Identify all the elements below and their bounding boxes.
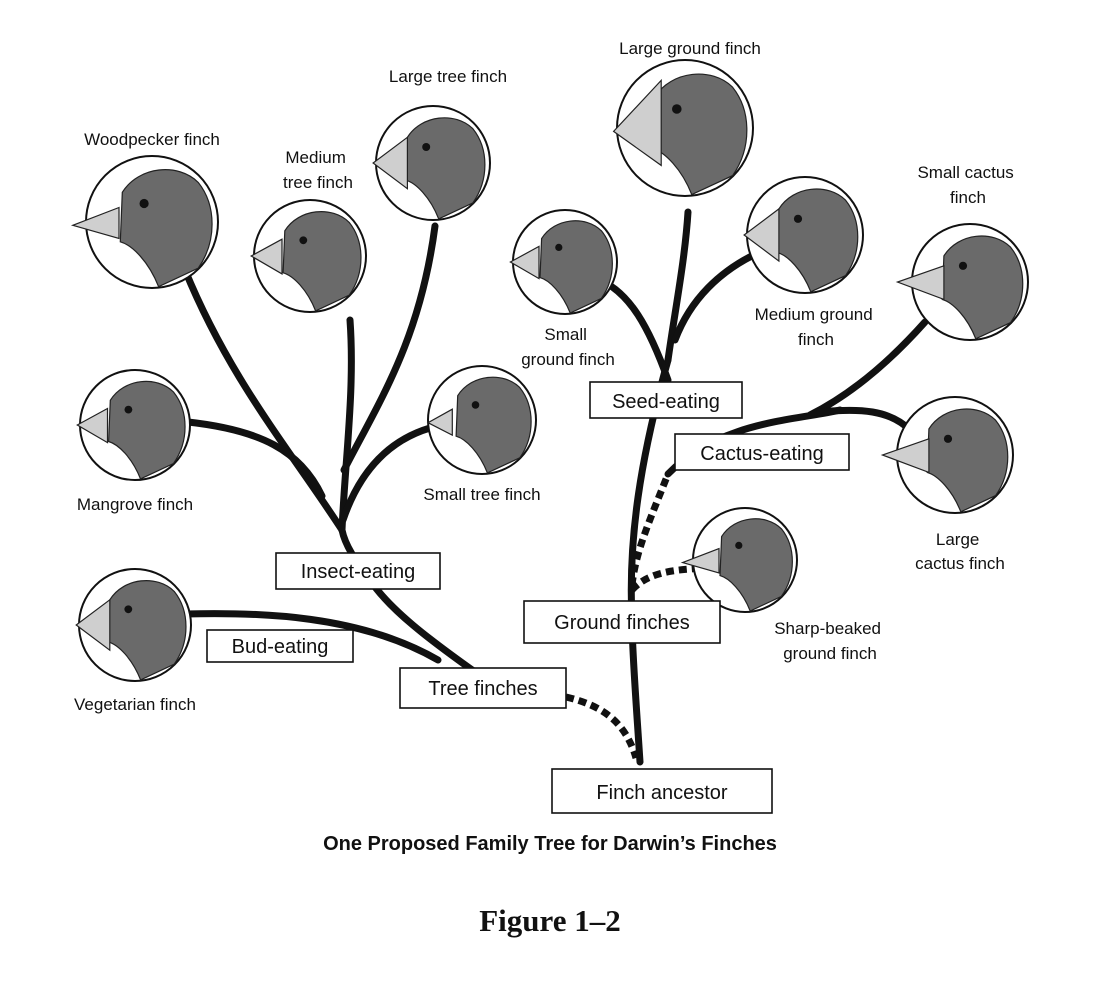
vegetarian-finch-label: Vegetarian finch bbox=[74, 695, 196, 714]
small-ground-finch-head bbox=[539, 220, 613, 314]
woodpecker-finch-head bbox=[119, 169, 213, 288]
branch-to-large-tree bbox=[340, 222, 439, 474]
medium-ground-finch-beak bbox=[743, 207, 780, 263]
finch-ancestor-label: Finch ancestor bbox=[596, 782, 728, 804]
small-ground-finch-beak bbox=[509, 245, 540, 280]
dashed-ground-to-cactus bbox=[628, 472, 672, 586]
branch-to-mangrove bbox=[184, 418, 326, 500]
small-tree-finch-head bbox=[455, 376, 532, 474]
dashed-to-sharp-beaked bbox=[629, 564, 703, 593]
box-tree-finches: Tree finches bbox=[399, 667, 567, 709]
medium-tree-finch-illustration bbox=[249, 199, 367, 313]
finch-family-tree: Finch ancestor Tree finches Ground finch… bbox=[70, 39, 1029, 814]
box-ground-finches: Ground finches bbox=[523, 600, 721, 644]
dashed-tree-finches-to-ancestor bbox=[565, 693, 640, 760]
large-ground-finch-head bbox=[651, 73, 748, 196]
large-tree-finch-eye bbox=[422, 143, 431, 151]
woodpecker-finch-eye bbox=[139, 198, 149, 209]
small-cactus-finch-beak bbox=[895, 264, 945, 301]
large-tree-finch-label: Large tree finch bbox=[389, 67, 507, 86]
sharp-beaked-ground-finch-illustration bbox=[680, 507, 798, 613]
box-cactus-eating: Cactus-eating bbox=[674, 433, 850, 471]
small-cactus-finch-head bbox=[941, 235, 1024, 340]
sharp-beaked-ground-finch-eye bbox=[735, 541, 743, 550]
small-tree-finch-illustration bbox=[426, 365, 537, 475]
large-cactus-finch-head bbox=[926, 408, 1009, 513]
mangrove-finch-eye bbox=[124, 405, 133, 414]
large-cactus-finch-eye bbox=[943, 434, 953, 443]
sharp-beaked-ground-finch-label: Sharp-beaked ground finch bbox=[774, 619, 886, 663]
large-tree-finch-illustration bbox=[372, 105, 491, 221]
small-ground-finch-illustration bbox=[509, 209, 618, 315]
seed-eating-label: Seed-eating bbox=[612, 391, 720, 413]
large-tree-finch-beak bbox=[372, 136, 408, 190]
branch-to-small-cactus bbox=[806, 318, 929, 419]
small-cactus-finch-eye bbox=[958, 261, 968, 270]
large-ground-finch-eye bbox=[672, 104, 682, 114]
medium-ground-finch-eye bbox=[793, 214, 803, 223]
branch-to-small-tree bbox=[339, 424, 434, 524]
large-cactus-finch-label: Large cactus finch bbox=[915, 530, 1005, 573]
branch-to-large-ground bbox=[664, 208, 692, 364]
large-ground-finch-illustration bbox=[612, 59, 754, 197]
small-tree-finch-beak bbox=[426, 408, 453, 437]
small-cactus-finch-illustration bbox=[895, 223, 1029, 341]
medium-ground-finch-head bbox=[776, 188, 859, 293]
mangrove-finch-beak bbox=[76, 407, 109, 444]
small-tree-finch-eye bbox=[471, 401, 480, 409]
bud-eating-label: Bud-eating bbox=[232, 636, 329, 658]
small-ground-finch-eye bbox=[555, 243, 563, 251]
diagram-caption: One Proposed Family Tree for Darwin’s Fi… bbox=[323, 833, 777, 855]
cactus-eating-label: Cactus-eating bbox=[700, 443, 823, 465]
box-insect-eating: Insect-eating bbox=[275, 552, 441, 590]
sharp-beaked-ground-finch-beak bbox=[680, 547, 720, 574]
box-bud-eating: Bud-eating bbox=[206, 629, 354, 663]
woodpecker-finch-beak bbox=[70, 206, 120, 240]
vegetarian-finch-head bbox=[107, 580, 187, 681]
figure-number: Figure 1–2 bbox=[479, 903, 621, 938]
large-cactus-finch-illustration bbox=[880, 396, 1014, 514]
woodpecker-finch-illustration bbox=[70, 155, 219, 289]
branch-trunk-to-tree-finches bbox=[366, 576, 479, 676]
vegetarian-finch-illustration bbox=[75, 568, 192, 682]
small-ground-finch-label: Small ground finch bbox=[521, 325, 615, 369]
branch-to-medium-ground bbox=[671, 248, 764, 344]
small-tree-finch-label: Small tree finch bbox=[423, 485, 540, 504]
branch-to-large-cactus bbox=[816, 406, 914, 434]
large-ground-finch-label: Large ground finch bbox=[619, 39, 761, 58]
medium-tree-finch-eye bbox=[299, 236, 308, 245]
ground-finches-label: Ground finches bbox=[554, 612, 690, 634]
tree-finches-label: Tree finches bbox=[428, 678, 537, 700]
mangrove-finch-illustration bbox=[76, 369, 191, 481]
medium-ground-finch-label: Medium ground finch bbox=[755, 305, 878, 349]
sharp-beaked-ground-finch-head bbox=[719, 518, 793, 612]
medium-tree-finch-label: Medium tree finch bbox=[283, 148, 353, 192]
small-cactus-finch-label: Small cactus finch bbox=[917, 163, 1018, 207]
branch-to-medium-tree bbox=[338, 316, 355, 534]
medium-ground-finch-illustration bbox=[743, 176, 864, 294]
vegetarian-finch-eye bbox=[124, 605, 133, 614]
large-cactus-finch-beak bbox=[880, 437, 930, 474]
medium-tree-finch-head bbox=[282, 211, 362, 312]
insect-eating-label: Insect-eating bbox=[301, 561, 416, 583]
woodpecker-finch-label: Woodpecker finch bbox=[84, 130, 220, 149]
medium-tree-finch-beak bbox=[249, 238, 283, 275]
box-seed-eating: Seed-eating bbox=[589, 381, 743, 419]
box-finch-ancestor: Finch ancestor bbox=[551, 768, 773, 814]
vegetarian-finch-beak bbox=[75, 598, 111, 652]
branch-to-vegetarian bbox=[181, 610, 442, 664]
mangrove-finch-label: Mangrove finch bbox=[77, 495, 193, 514]
large-ground-finch-beak bbox=[612, 78, 662, 167]
